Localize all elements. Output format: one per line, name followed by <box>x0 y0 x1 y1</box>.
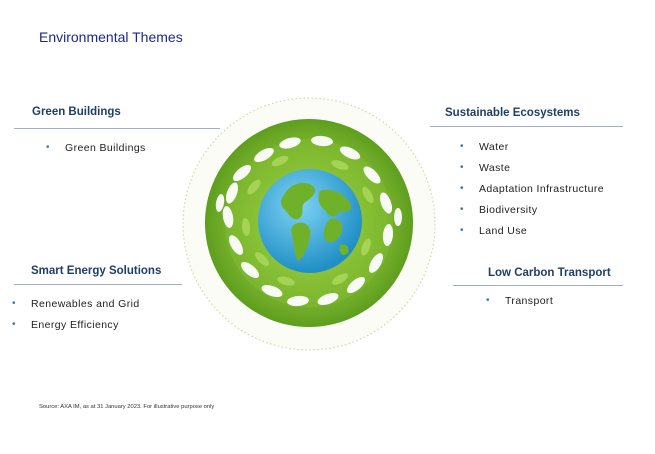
list-item: Renewables and Grid <box>12 297 140 318</box>
heading-smart-energy: Smart Energy Solutions <box>31 265 162 277</box>
divider-low-carbon-transport <box>453 285 623 286</box>
list-green-buildings: Green Buildings <box>46 141 146 162</box>
divider-smart-energy <box>14 284 182 285</box>
divider-sustainable-ecosystems <box>430 126 623 127</box>
list-smart-energy: Renewables and Grid Energy Efficiency <box>12 297 140 339</box>
list-item: Biodiversity <box>460 203 604 224</box>
list-item: Water <box>460 140 604 161</box>
list-item: Transport <box>486 294 553 315</box>
heading-green-buildings: Green Buildings <box>32 106 121 118</box>
list-item: Energy Efficiency <box>12 318 140 339</box>
heading-sustainable-ecosystems: Sustainable Ecosystems <box>445 107 580 119</box>
list-item: Green Buildings <box>46 141 146 162</box>
divider-green-buildings <box>14 128 220 129</box>
list-item: Land Use <box>460 224 604 245</box>
page-title: Environmental Themes <box>39 29 183 45</box>
list-item: Waste <box>460 161 604 182</box>
heading-low-carbon-transport: Low Carbon Transport <box>488 267 611 279</box>
source-note: Source: AXA IM, as at 31 January 2023. F… <box>39 404 215 410</box>
list-low-carbon-transport: Transport <box>486 294 553 315</box>
earth-with-leaves-icon <box>182 97 436 351</box>
list-item: Adaptation Infrastructure <box>460 182 604 203</box>
list-sustainable-ecosystems: Water Waste Adaptation Infrastructure Bi… <box>460 140 604 245</box>
